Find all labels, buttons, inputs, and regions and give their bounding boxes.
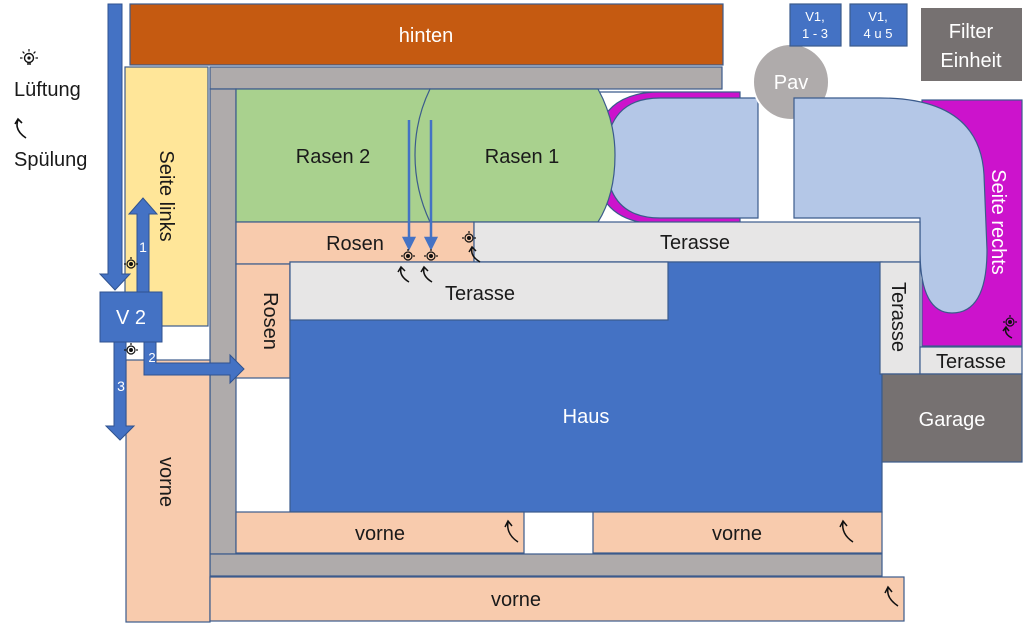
pool-right [793, 97, 988, 314]
label-filter-line1: Filter [949, 21, 994, 43]
label-vorne-bottom: vorne [491, 589, 541, 611]
zone-garage [881, 373, 1023, 463]
zone-rasen-2 [235, 88, 431, 223]
label-seite-rechts: Seite rechts [987, 169, 1009, 275]
ventilation-icons [124, 231, 1017, 355]
zone-vorne-bottom [209, 576, 905, 622]
label-out-1: 1 [139, 239, 147, 255]
zone-terasse-right [919, 346, 1023, 375]
legend-flush-label: Spülung [14, 149, 87, 171]
flush-icon [504, 519, 519, 543]
label-rosen-top: Rosen [326, 233, 384, 255]
label-v2: V 2 [116, 307, 146, 329]
ventilation-icon [424, 249, 438, 261]
zone-vorne-1 [235, 511, 525, 554]
label-seite-links: Seite links [155, 150, 177, 241]
label-out-3: 3 [117, 378, 125, 394]
flush-icon [420, 265, 433, 283]
legend-ventilation-icon [20, 49, 38, 65]
label-terasse-vertical: Terasse [887, 282, 909, 352]
label-terasse-mid: Terasse [445, 283, 515, 305]
label-pav: Pav [774, 72, 808, 94]
label-terasse-right: Terasse [936, 351, 1006, 373]
outlet-1-arrow [127, 197, 159, 293]
filter-unit [921, 8, 1022, 81]
flush-icon [1002, 325, 1013, 339]
zone-vorne-2 [592, 511, 883, 554]
label-filter-line2: Einheit [940, 50, 1002, 72]
rasen-feed-pipes [401, 120, 439, 251]
outlet-2-arrow [143, 341, 245, 385]
label-vorne-left: vorne [155, 457, 177, 507]
ventilation-icon [1003, 315, 1017, 327]
ventilation-icon [124, 343, 138, 355]
legend-flush-icon [14, 117, 27, 139]
label-rasen-1: Rasen 1 [485, 146, 560, 168]
flush-icon [884, 585, 899, 607]
valve-v1-1-3 [789, 3, 842, 47]
ventilation-icon [401, 249, 415, 261]
label-haus: Haus [563, 406, 610, 428]
label-vorne-2: vorne [712, 523, 762, 545]
flush-icon [839, 519, 854, 543]
label-out-2: 2 [148, 350, 155, 365]
flush-icon [468, 245, 481, 263]
label-rosen-side: Rosen [259, 292, 281, 350]
label-vorne-1: vorne [355, 523, 405, 545]
label-v1a-line1: V1, [805, 9, 825, 24]
label-rasen-2: Rasen 2 [296, 146, 371, 168]
wall-bottom [209, 553, 883, 577]
wall-top [209, 66, 723, 90]
legend-ventilation-label: Lüftung [14, 79, 81, 101]
label-hinten: hinten [399, 25, 454, 47]
valve-v2 [99, 291, 163, 343]
zone-terasse-mid [289, 261, 669, 321]
pipe-network [98, 3, 245, 441]
flush-icons [397, 245, 1013, 607]
outlet-3-arrow [104, 341, 136, 441]
main-feed-arrow [98, 3, 132, 291]
label-terasse-top: Terasse [660, 232, 730, 254]
pool-left [605, 97, 759, 219]
zone-hinten [129, 3, 724, 66]
zone-rosen-side [235, 263, 291, 379]
zone-vorne-left [125, 359, 211, 623]
label-garage: Garage [919, 409, 986, 431]
label-v1a-line2: 1 - 3 [802, 26, 828, 41]
flush-icon [397, 265, 410, 283]
ventilation-icon [462, 231, 476, 243]
ventilation-icon [124, 257, 138, 269]
label-v1b-line1: V1, [868, 9, 888, 24]
label-v1b-line2: 4 u 5 [864, 26, 893, 41]
valve-v1-4-5 [849, 3, 908, 47]
wall-left [209, 88, 237, 555]
zone-terasse-vertical [879, 261, 921, 375]
